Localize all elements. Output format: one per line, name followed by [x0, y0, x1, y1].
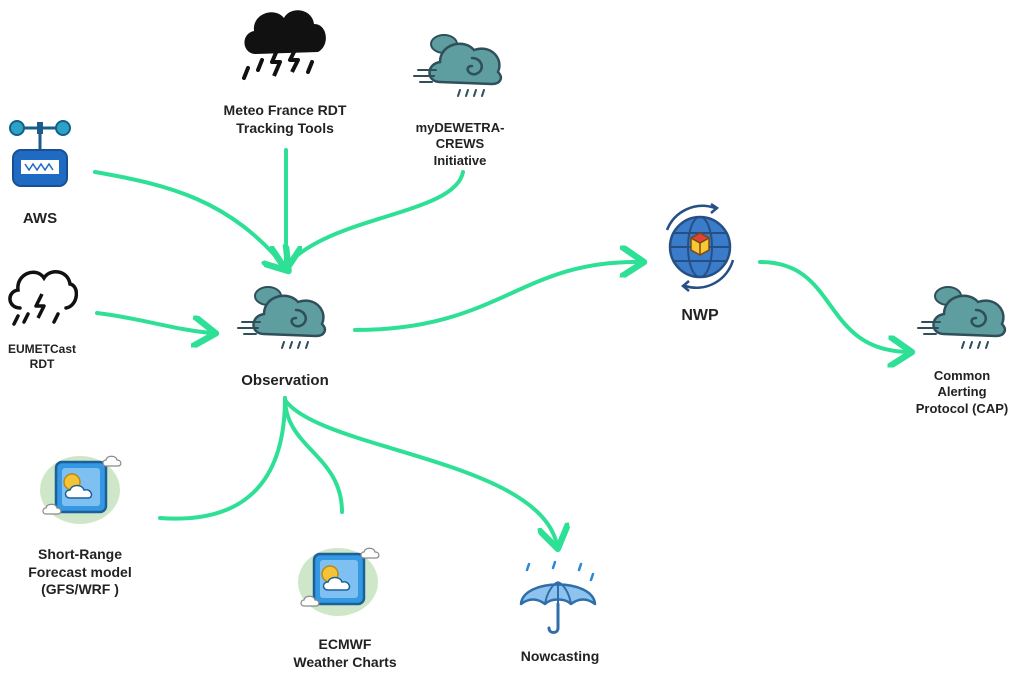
edge-mydewetra-observation — [284, 170, 465, 268]
wind-cloud-icon — [412, 30, 512, 102]
edge-observation-nowcasting — [283, 398, 557, 545]
aws-label: AWS — [22, 210, 58, 227]
wind-cloud-icon — [916, 282, 1016, 354]
weather-tile-icon — [36, 448, 132, 528]
mydewetra-label: myDEWETRA- CREWS Initiative — [415, 120, 505, 168]
nowcasting-label: Nowcasting — [520, 648, 600, 664]
storm-cloud-outline-icon — [4, 262, 78, 330]
edge-shortrange-observation — [158, 396, 287, 521]
edge-ecmwf-observation — [283, 396, 344, 514]
eumetcast-label: EUMETCast RDT — [7, 342, 76, 371]
nwp-label: NWP — [681, 307, 719, 324]
meteo-france-label: Meteo France RDT Tracking Tools — [223, 102, 347, 136]
edge-eumetcast-observation — [95, 311, 212, 333]
short-range-label: Short-Range Forecast model (GFS/WRF ) — [28, 546, 132, 597]
edge-observation-nwp — [353, 262, 640, 332]
globe-cube-icon — [655, 200, 745, 294]
cap-label: Common Alerting Protocol (CAP) — [915, 368, 1009, 416]
ecmwf-label: ECMWF Weather Charts — [293, 636, 397, 670]
storm-cloud-icon — [238, 2, 330, 82]
wind-cloud-icon — [236, 282, 336, 354]
weather-station-icon — [5, 118, 77, 192]
umbrella-icon — [515, 560, 601, 638]
observation-label: Observation — [241, 372, 329, 389]
edge-nwp-cap — [758, 260, 908, 352]
weather-tile-icon — [294, 540, 390, 620]
edge-aws-observation — [93, 170, 286, 268]
